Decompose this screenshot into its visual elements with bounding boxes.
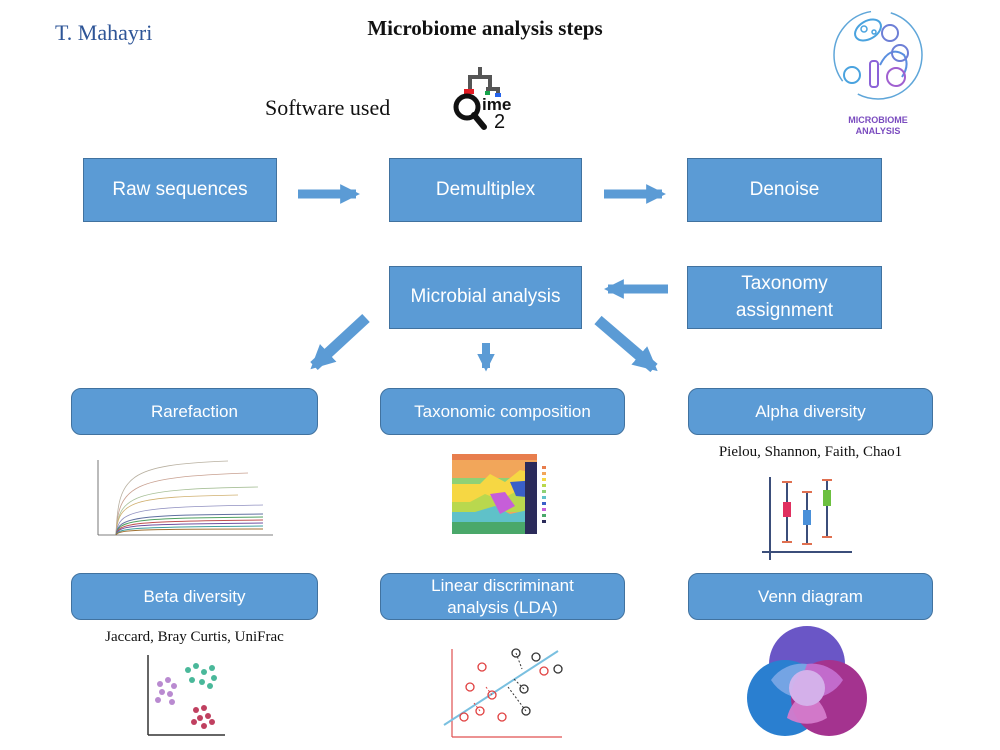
- alpha-metrics: Pielou, Shannon, Faith, Chao1: [718, 444, 903, 460]
- arrow-microbial-to-rarefaction: [310, 313, 370, 371]
- page-title-text: Microbiome analysis steps: [367, 16, 603, 40]
- rarefaction-box: Rarefaction: [71, 388, 318, 435]
- taxonomy-label-line2: assignment: [735, 299, 834, 321]
- lda-label-line2: analysis (LDA): [447, 597, 558, 617]
- taxonomy-assignment-box: Taxonomy assignment: [687, 266, 882, 329]
- alpha-diversity-label: Alpha diversity: [755, 401, 866, 421]
- beta-diversity-box: Beta diversity: [71, 573, 318, 620]
- legend-swatches: [542, 466, 546, 523]
- alpha-diversity-box: Alpha diversity: [688, 388, 933, 435]
- logo-number: 2: [494, 111, 505, 133]
- alpha-boxplot-thumbnail: [762, 477, 852, 560]
- lda-box: Linear discriminant analysis (LDA): [380, 573, 625, 620]
- qiime2-tree-icon: [464, 67, 501, 97]
- author-name: T. Mahayri: [55, 20, 153, 45]
- arrow-microbial-to-alpha: [594, 315, 658, 373]
- taxonomy-label-line1: Taxonomy: [741, 272, 828, 294]
- page-title: Microbiome analysis steps: [0, 16, 1000, 41]
- denoise-label: Denoise: [749, 178, 820, 200]
- denoise-box: Denoise: [687, 158, 882, 222]
- venn-diagram-thumbnail: [747, 626, 867, 736]
- raw-sequences-box: Raw sequences: [83, 158, 277, 222]
- taxonomic-composition-box: Taxonomic composition: [380, 388, 625, 435]
- rarefaction-curve-thumbnail: [97, 460, 273, 536]
- beta-diversity-label: Beta diversity: [143, 586, 246, 606]
- lda-label-line1: Linear discriminant: [431, 576, 574, 596]
- rarefaction-label: Rarefaction: [151, 401, 238, 421]
- venn-diagram-label: Venn diagram: [758, 586, 863, 606]
- magnifier-icon: [453, 93, 481, 121]
- badge-line2: ANALYSIS: [856, 126, 901, 136]
- microbial-analysis-box: Microbial analysis: [389, 266, 582, 329]
- venn-diagram-box: Venn diagram: [688, 573, 933, 620]
- software-label: Software used: [265, 95, 391, 120]
- taxonomic-composition-label: Taxonomic composition: [414, 401, 591, 421]
- qiime2-logo-icon: ime 2: [453, 67, 511, 133]
- demultiplex-label: Demultiplex: [435, 178, 536, 200]
- badge-line1: MICROBIOME: [848, 115, 908, 125]
- beta-scatter-thumbnail: [147, 655, 225, 736]
- raw-sequences-label: Raw sequences: [112, 178, 248, 200]
- beta-metrics: Jaccard, Bray Curtis, UniFrac: [105, 629, 284, 645]
- logo-text: ime: [482, 95, 511, 114]
- demultiplex-box: Demultiplex: [389, 158, 582, 222]
- lda-plot-thumbnail: [443, 648, 563, 738]
- taxonomic-barplot-thumbnail: [452, 454, 546, 534]
- microbial-analysis-label: Microbial analysis: [410, 286, 561, 308]
- microbiome-analysis-badge-icon: MICROBIOME ANALYSIS: [833, 10, 923, 136]
